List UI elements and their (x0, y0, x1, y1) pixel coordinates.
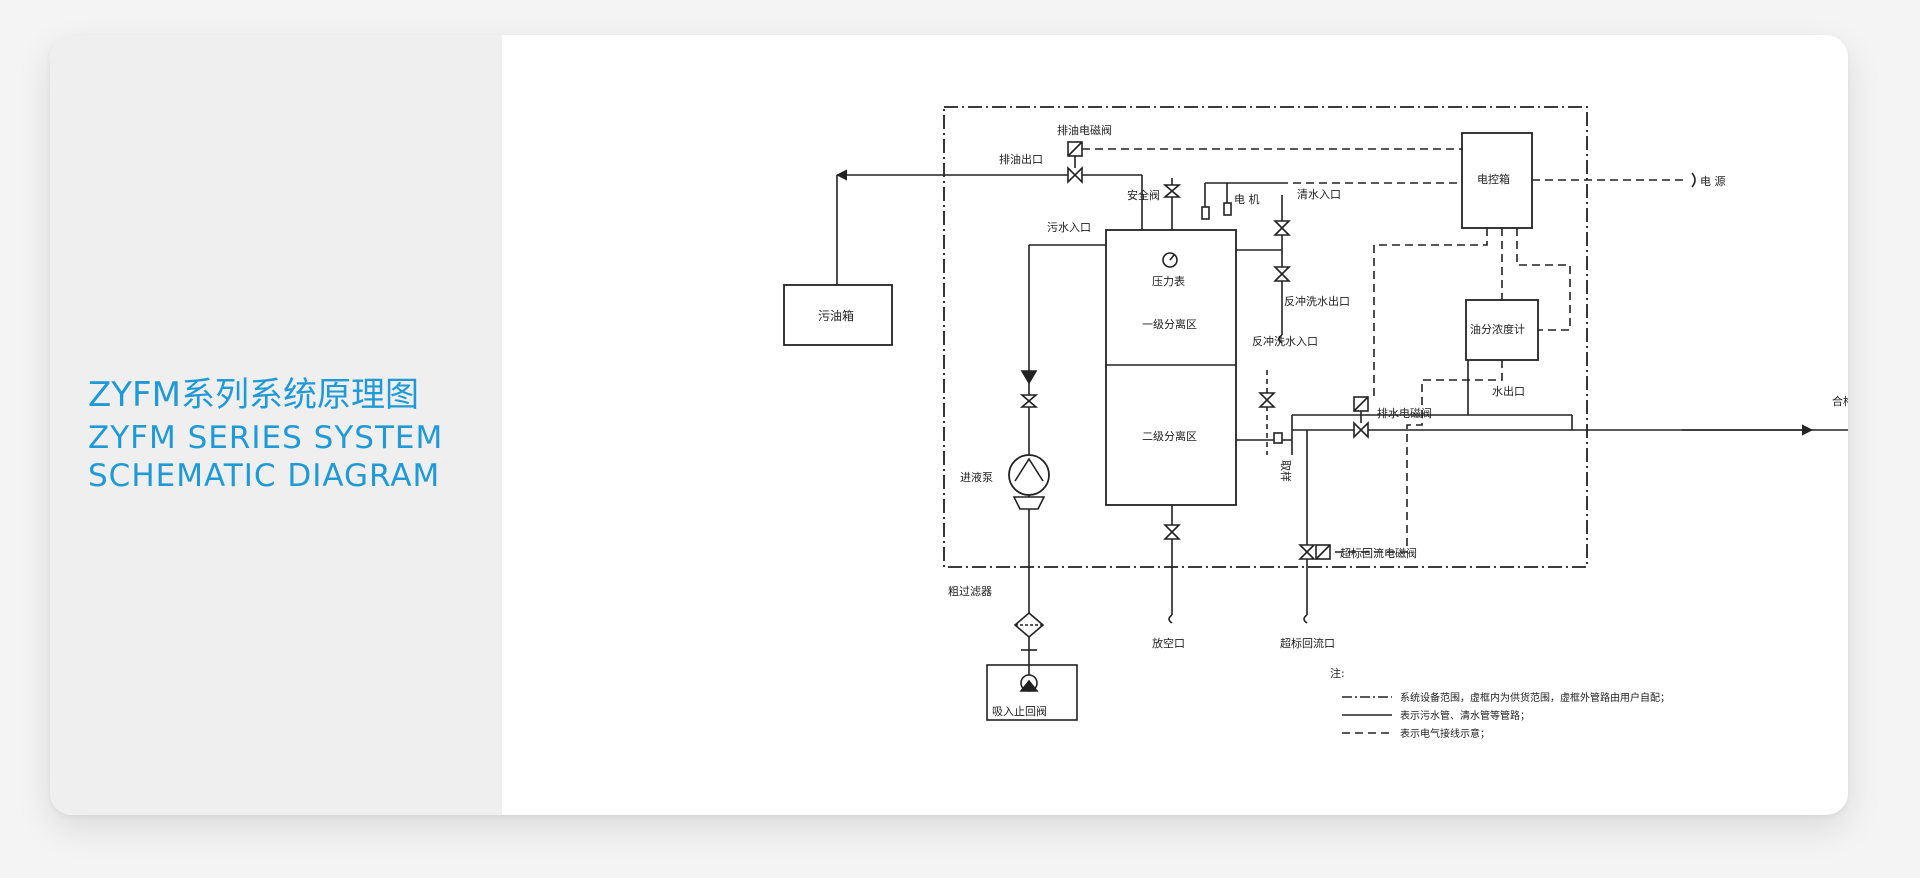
flow-arrow-icon (1020, 370, 1038, 385)
coarse-filter-icon (1013, 611, 1045, 639)
label-pressure-gauge: 压力表 (1152, 274, 1185, 288)
label-backflush-outlet: 反冲洗水出口 (1284, 294, 1350, 308)
sampling-port-icon (1273, 432, 1283, 444)
label-qualified-discharge: 合格水排放口 (1832, 394, 1848, 408)
title-block: ZYFM系列系统原理图 ZYFM SERIES SYSTEM SCHEMATIC… (88, 375, 488, 495)
separator-vessel (1105, 229, 1237, 506)
pump-check-valve-icon (1019, 394, 1039, 408)
label-power: 电 源 (1700, 174, 1726, 188)
label-drain-port: 放空口 (1152, 636, 1185, 650)
label-dirty-oil-tank: 污油箱 (818, 308, 854, 323)
overlimit-valve-icon (1298, 544, 1331, 560)
label-coarse-filter: 粗过滤器 (948, 585, 992, 598)
label-sewage-inlet: 污水入口 (1047, 221, 1091, 234)
label-backflush-inlet: 反冲洗水入口 (1252, 334, 1318, 348)
label-oil-concentration-meter: 油分浓度计 (1470, 322, 1525, 336)
label-overlimit-return-solenoid: 超标回流电磁阀 (1340, 546, 1417, 560)
label-secondary-separation: 二级分离区 (1142, 429, 1197, 443)
label-control-box: 电控箱 (1477, 172, 1510, 186)
drain-water-valve-icon (1353, 396, 1369, 439)
oil-drain-valve-icon (1067, 166, 1083, 184)
label-drain-water-solenoid: 排水电磁阀 (1377, 406, 1432, 420)
safety-valve-icon (1162, 178, 1182, 198)
diagram-panel: 压力表 一级分离区 二级分离区 排油电磁阀 排油出口 污油箱 (502, 35, 1848, 815)
clean-water-valve-icon (1273, 220, 1291, 236)
page-title-en-line1: ZYFM SERIES SYSTEM (88, 420, 444, 456)
label-water-outlet: 水出口 (1492, 384, 1525, 398)
supply-boundary (943, 106, 1588, 568)
label-pump: 进液泵 (960, 470, 993, 484)
title-panel: ZYFM系列系统原理图 ZYFM SERIES SYSTEM SCHEMATIC… (50, 35, 502, 815)
note-item-1: 系统设备范围，虚框内为供货范围，虚框外管路由用户自配； (1400, 691, 1670, 704)
label-primary-separation: 一级分离区 (1142, 317, 1197, 331)
label-clean-water-inlet: 清水入口 (1297, 188, 1341, 201)
schematic-card: ZYFM系列系统原理图 ZYFM SERIES SYSTEM SCHEMATIC… (50, 35, 1848, 815)
backflush-inlet-valve-icon (1258, 392, 1276, 408)
label-bilge-suction: 吸入止回阀 (992, 704, 1047, 718)
note-item-3: 表示电气接线示意； (1400, 727, 1490, 740)
note-item-2: 表示污水管、清水管等管路； (1400, 709, 1530, 722)
label-sampling: 取样 (1279, 460, 1293, 482)
suction-check-valve-icon (1019, 674, 1039, 692)
label-safety-valve: 安全阀 (1127, 188, 1160, 202)
drain-port-valve-icon (1163, 524, 1181, 540)
system-schematic: 压力表 一级分离区 二级分离区 排油电磁阀 排油出口 污油箱 (783, 106, 1848, 740)
motor-icon (1201, 182, 1280, 220)
label-overlimit-return-port: 超标回流口 (1280, 636, 1335, 650)
label-drain-solenoid-valve: 排油电磁阀 (1057, 123, 1112, 137)
backflush-outlet-valve-icon (1273, 266, 1291, 282)
label-motor: 电 机 (1234, 192, 1260, 206)
pump-icon (1008, 454, 1050, 510)
dirty-oil-tank (783, 284, 893, 346)
bilge-well (986, 664, 1078, 721)
drain-solenoid-icon (1067, 141, 1083, 168)
page-title-en-line2: SCHEMATIC DIAGRAM (88, 458, 441, 494)
label-oil-outlet: 排油出口 (999, 152, 1043, 166)
pressure-gauge-icon (1162, 252, 1178, 268)
notes-heading: 注: (1330, 666, 1345, 680)
page-title-cn: ZYFM系列系统原理图 (88, 375, 419, 415)
